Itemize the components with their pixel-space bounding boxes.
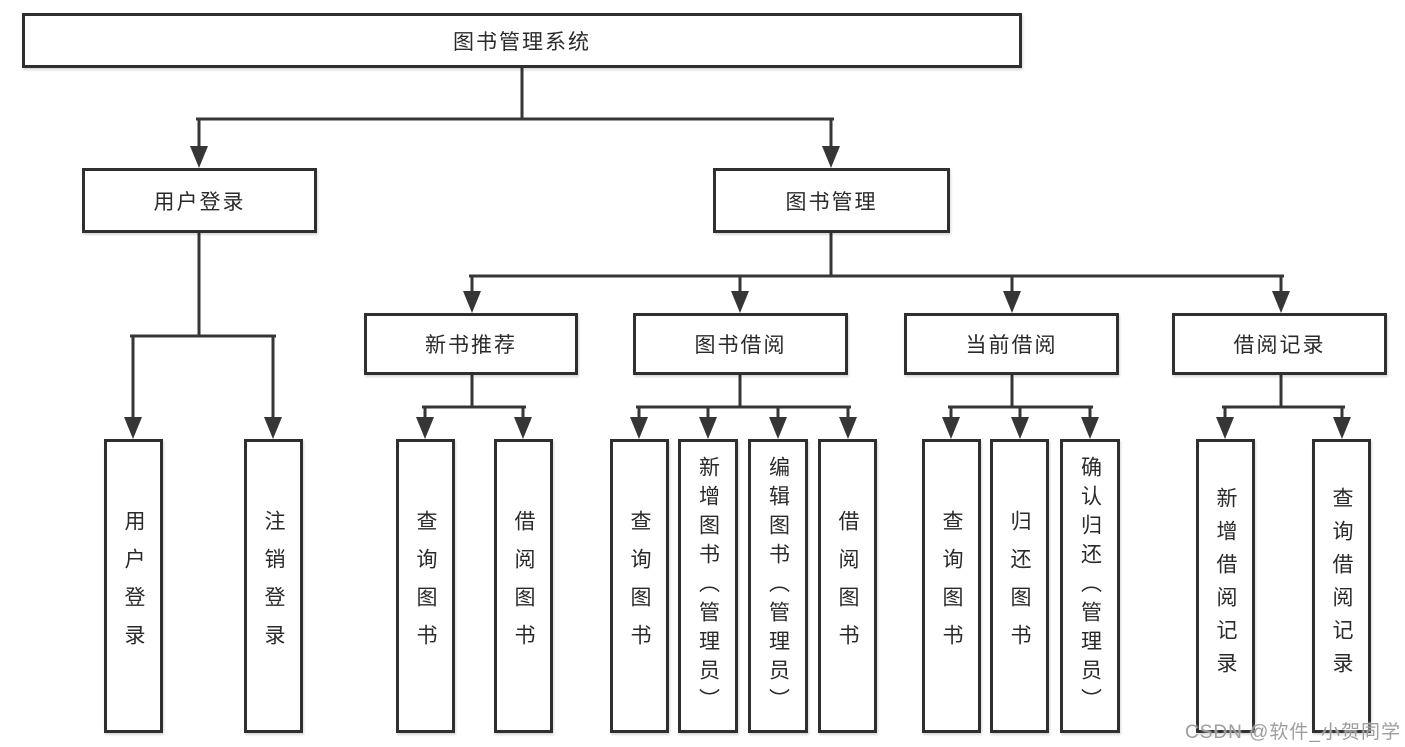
leaf-logout: 注销登录 — [244, 439, 303, 733]
leaf-borrow-borrow-books-label: 借阅图书 — [836, 510, 859, 662]
arrowhead-down-icon — [1011, 417, 1029, 439]
leaf-borrow-edit-books-admin: 编辑图书（管理员） — [748, 439, 808, 733]
leaf-borrow-add-books-admin-label: 新增图书（管理员） — [696, 455, 720, 717]
arrowhead-down-icon — [731, 291, 749, 313]
arrowhead-down-icon — [190, 146, 208, 168]
leaf-current-return-books: 归还图书 — [990, 439, 1049, 733]
arrowhead-down-icon — [839, 417, 857, 439]
arrowhead-down-icon — [630, 417, 648, 439]
csdn-watermark: CSDN @软件_小贺同学 — [1185, 722, 1401, 743]
node-user-login: 用户登录 — [82, 168, 317, 233]
arrowhead-down-icon — [416, 417, 434, 439]
arrowhead-down-icon — [1216, 417, 1234, 439]
leaf-borrow-add-books-admin: 新增图书（管理员） — [678, 439, 738, 733]
arrowhead-down-icon — [463, 291, 481, 313]
arrowhead-down-icon — [264, 417, 282, 439]
leaf-current-query-books-label: 查询图书 — [940, 510, 963, 662]
node-borrow-record: 借阅记录 — [1172, 313, 1387, 375]
node-new-book-recommend-label: 新书推荐 — [425, 334, 517, 357]
leaf-logout-label: 注销登录 — [262, 510, 285, 662]
leaf-current-confirm-return-admin: 确认归还（管理员） — [1060, 439, 1120, 733]
leaf-borrow-edit-books-admin-label: 编辑图书（管理员） — [766, 455, 790, 717]
leaf-current-return-books-label: 归还图书 — [1008, 510, 1031, 662]
arrowhead-down-icon — [1003, 291, 1021, 313]
leaf-borrow-query-books: 查询图书 — [610, 439, 669, 733]
arrowhead-down-icon — [822, 146, 840, 168]
arrowhead-down-icon — [124, 417, 142, 439]
node-book-borrow: 图书借阅 — [633, 313, 848, 375]
node-library-system-label: 图书管理系统 — [453, 30, 591, 54]
leaf-current-query-books: 查询图书 — [922, 439, 981, 733]
node-current-borrow-label: 当前借阅 — [965, 334, 1058, 357]
leaf-record-query-borrow-record: 查询借阅记录 — [1312, 439, 1371, 733]
node-new-book-recommend: 新书推荐 — [364, 313, 578, 375]
leaf-newbook-borrow-books-label: 借阅图书 — [512, 510, 535, 662]
node-user-login-label: 用户登录 — [153, 190, 246, 214]
leaf-borrow-query-books-label: 查询图书 — [628, 510, 651, 662]
arrowhead-down-icon — [699, 417, 717, 439]
leaf-user-login: 用户登录 — [104, 439, 163, 733]
leaf-record-add-borrow-record: 新增借阅记录 — [1196, 439, 1255, 733]
leaf-borrow-borrow-books: 借阅图书 — [818, 439, 877, 733]
node-book-borrow-label: 图书借阅 — [694, 334, 787, 357]
leaf-newbook-query-books: 查询图书 — [396, 439, 455, 733]
arrowhead-down-icon — [514, 417, 532, 439]
leaf-user-login-label: 用户登录 — [122, 510, 145, 662]
leaf-record-query-borrow-record-label: 查询借阅记录 — [1330, 487, 1353, 685]
arrowhead-down-icon — [1081, 417, 1099, 439]
node-current-borrow: 当前借阅 — [904, 313, 1119, 375]
arrowhead-down-icon — [769, 417, 787, 439]
node-library-system: 图书管理系统 — [22, 13, 1022, 68]
leaf-current-confirm-return-admin-label: 确认归还（管理员） — [1078, 455, 1102, 717]
node-book-management: 图书管理 — [713, 168, 950, 233]
node-borrow-record-label: 借阅记录 — [1233, 334, 1326, 357]
arrowhead-down-icon — [942, 417, 960, 439]
node-book-management-label: 图书管理 — [785, 190, 878, 214]
leaf-record-add-borrow-record-label: 新增借阅记录 — [1214, 487, 1237, 685]
arrowhead-down-icon — [1272, 291, 1290, 313]
arrowhead-down-icon — [1333, 417, 1351, 439]
leaf-newbook-borrow-books: 借阅图书 — [494, 439, 553, 733]
leaf-newbook-query-books-label: 查询图书 — [414, 510, 437, 662]
